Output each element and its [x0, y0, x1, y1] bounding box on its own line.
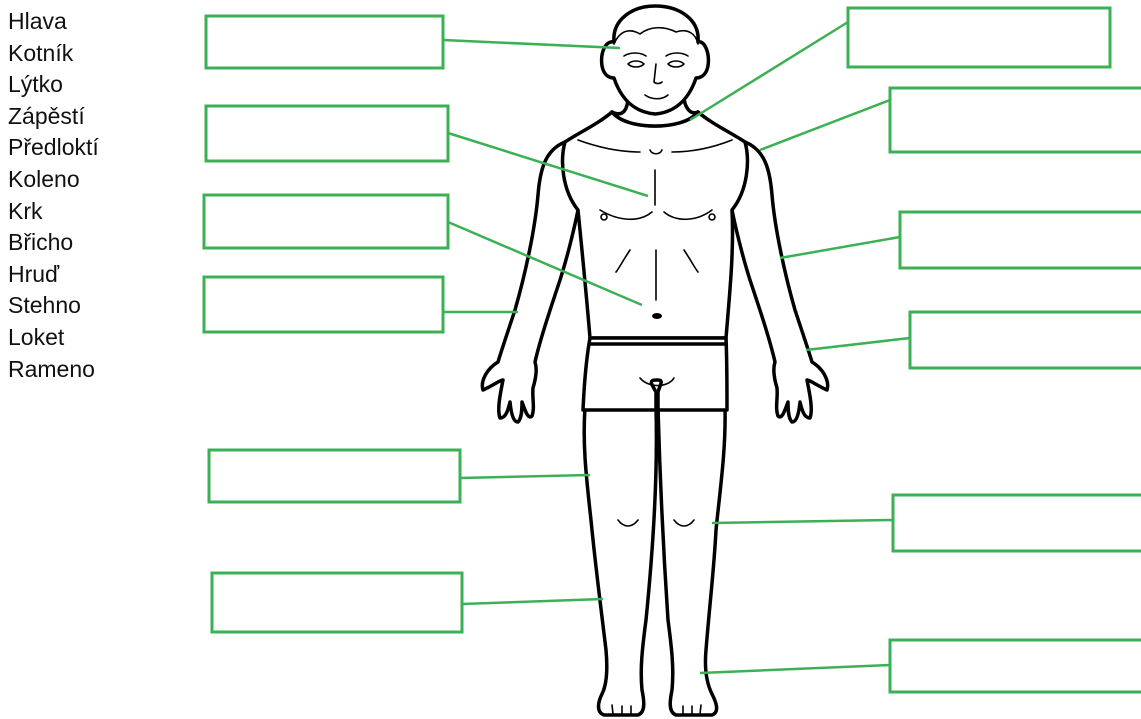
- answer-box-thigh[interactable]: [209, 450, 460, 502]
- leader-line-ankle: [700, 665, 890, 673]
- head: [602, 6, 709, 114]
- word-bank-item: Krk: [8, 196, 99, 228]
- human-figure: [482, 6, 827, 715]
- answer-box-elbow[interactable]: [900, 212, 1141, 268]
- answer-box-ankle[interactable]: [890, 640, 1141, 692]
- word-bank-item: Hlava: [8, 6, 99, 38]
- leader-line-knee: [712, 520, 893, 523]
- shorts: [583, 338, 727, 410]
- leader-line-elbow: [780, 237, 900, 258]
- torso: [563, 112, 748, 338]
- leader-line-thigh: [460, 475, 590, 478]
- word-bank-item: Zápěstí: [8, 101, 99, 133]
- answer-box-neck[interactable]: [848, 8, 1110, 67]
- answer-box-chest[interactable]: [206, 106, 448, 161]
- word-bank-item: Stehno: [8, 290, 99, 322]
- answer-box-shoulder[interactable]: [890, 88, 1141, 152]
- word-bank-item: Loket: [8, 322, 99, 354]
- leader-line-calf: [462, 599, 603, 604]
- leader-line-head: [443, 40, 620, 48]
- answer-box-wrist[interactable]: [910, 312, 1141, 368]
- answer-box-belly[interactable]: [204, 195, 448, 248]
- answer-box-calf[interactable]: [212, 573, 462, 632]
- leader-line-wrist: [806, 338, 910, 350]
- word-bank-item: Hruď: [8, 259, 99, 291]
- answer-box-knee[interactable]: [893, 495, 1141, 551]
- answer-box-forearm[interactable]: [204, 277, 443, 332]
- right-leg: [658, 408, 725, 715]
- word-bank-item: Koleno: [8, 164, 99, 196]
- word-bank-item: Rameno: [8, 354, 99, 386]
- answer-box-head[interactable]: [206, 16, 443, 68]
- word-bank-item: Břicho: [8, 227, 99, 259]
- leader-line-shoulder: [760, 100, 890, 150]
- left-leg: [584, 408, 656, 715]
- word-bank-item: Kotník: [8, 38, 99, 70]
- word-bank: Hlava Kotník Lýtko Zápěstí Předloktí Kol…: [8, 6, 99, 385]
- leader-line-neck: [690, 22, 848, 120]
- word-bank-item: Předloktí: [8, 132, 99, 164]
- word-bank-item: Lýtko: [8, 69, 99, 101]
